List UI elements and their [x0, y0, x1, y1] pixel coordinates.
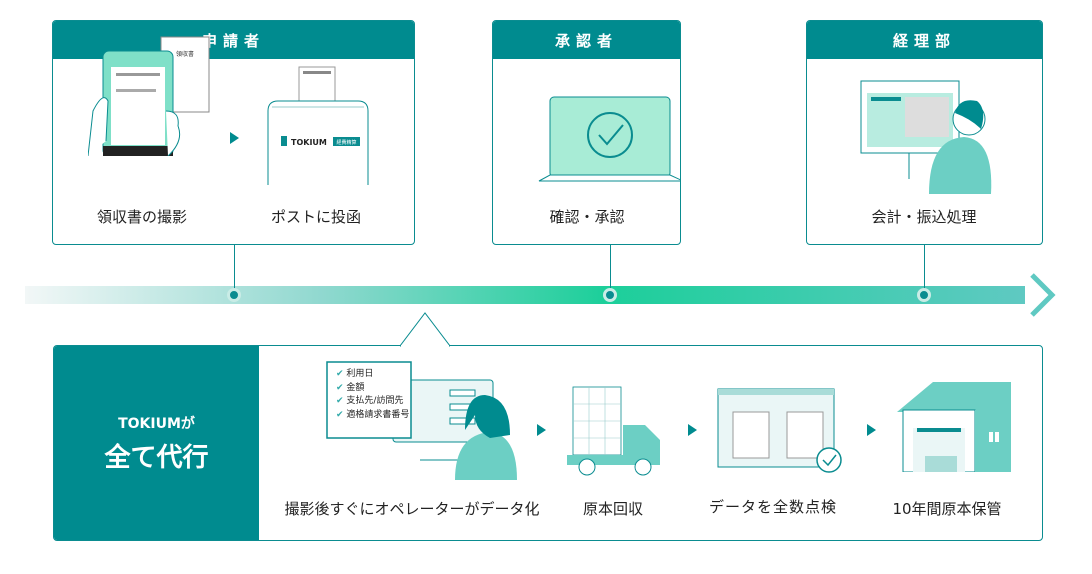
timeline-dot [227, 288, 241, 302]
timeline-arrow [25, 273, 1056, 317]
step-full-check: データを全数点検 [708, 498, 838, 516]
post-brand: TOKIUM [291, 138, 327, 147]
smartphone-receipt-illustration: 領収書 [88, 36, 210, 156]
step-approve: 確認・承認 [549, 208, 625, 226]
connector-line [234, 245, 235, 291]
post-badge: 経費精算 [336, 139, 356, 146]
notch [400, 312, 450, 347]
tokium-service-panel: TOKIUMが 全て代行 [53, 345, 1043, 541]
arrow-right-icon [230, 132, 239, 144]
warehouse-illustration [897, 382, 1011, 472]
step-receipt-photo: 領収書の撮影 [96, 208, 188, 226]
arrow-right-icon [867, 424, 876, 436]
connector-line [924, 245, 925, 291]
approver-title: 承認者 [493, 21, 680, 59]
step-collect-originals: 原本回収 [582, 500, 644, 518]
laptop-check-illustration [538, 96, 680, 182]
check-icon: ✔ [336, 396, 344, 406]
tokium-line1: TOKIUMが [118, 415, 195, 432]
data-check-illustration [717, 388, 842, 473]
arrow-right-icon [537, 424, 546, 436]
arrow-right-icon [688, 424, 697, 436]
checklist: ✔ 利用日 ✔ 金額 ✔ 支払先/訪問先 ✔ 適格請求書番号 [336, 368, 409, 422]
tokium-line2: 全て代行 [104, 442, 209, 473]
truck-illustration [567, 386, 660, 476]
operator-illustration [326, 361, 517, 480]
timeline-dot [917, 288, 931, 302]
accounting-panel: 経理部 [806, 20, 1043, 245]
accounting-title: 経理部 [807, 21, 1042, 59]
step-data-entry: 撮影後すぐにオペレーターがデータ化 [284, 500, 540, 518]
connector-line [610, 245, 611, 291]
checklist-item: ✔ 適格請求書番号 [336, 409, 410, 420]
checklist-item: ✔ 支払先/訪問先 [336, 396, 404, 406]
applicant-panel: 申請者 領収書 TOKIUM 経費精算 [52, 20, 415, 245]
post-box-illustration: TOKIUM 経費精算 [267, 66, 369, 185]
step-post: ポストに投函 [270, 208, 362, 226]
check-icon: ✔ [336, 369, 344, 379]
checklist-item: ✔ 利用日 [336, 369, 374, 379]
check-icon: ✔ [336, 382, 344, 393]
check-icon: ✔ [336, 409, 344, 420]
checklist-item: ✔ 金額 [336, 382, 365, 393]
receipt-title: 領収書 [176, 50, 194, 58]
timeline-dot [603, 288, 617, 302]
step-storage: 10年間原本保管 [892, 500, 1002, 518]
tokium-label-panel: TOKIUMが 全て代行 [54, 346, 259, 540]
accountant-illustration [860, 80, 992, 194]
approver-panel: 承認者 [492, 20, 681, 245]
step-accounting: 会計・振込処理 [871, 208, 977, 226]
